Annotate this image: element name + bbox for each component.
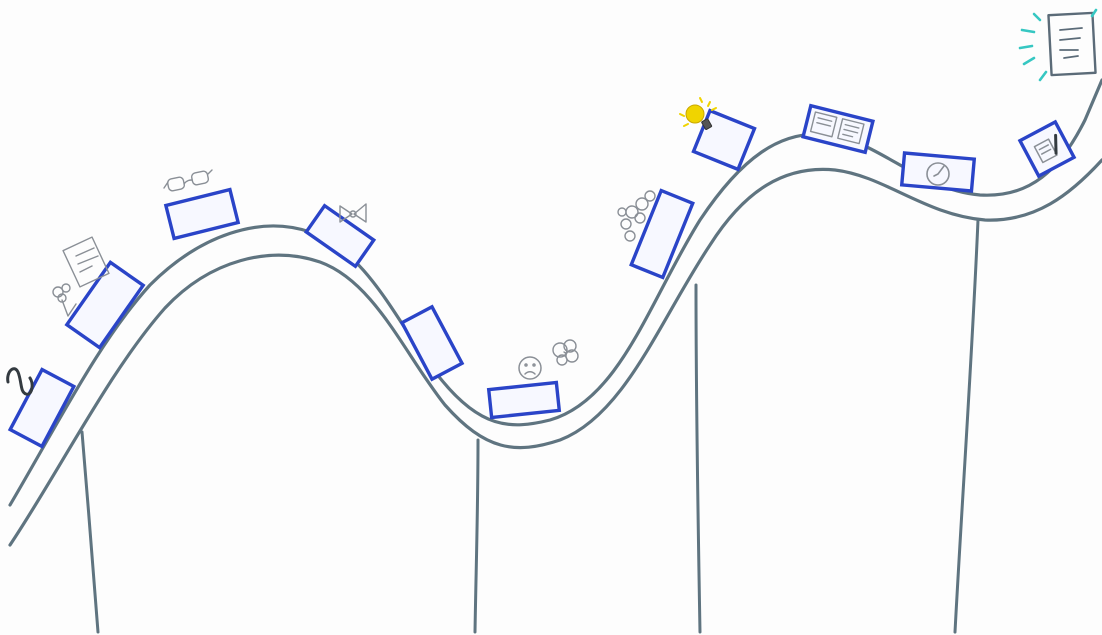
support-posts <box>82 220 978 632</box>
coaster-car-7 <box>631 191 692 278</box>
coaster-cars <box>10 106 1074 447</box>
coaster-car-3 <box>166 190 238 239</box>
bowtie-icon <box>340 204 366 222</box>
squiggle-icon <box>8 369 32 394</box>
coaster-car-11 <box>1020 122 1074 176</box>
support-post <box>696 285 700 632</box>
coaster-car-5 <box>402 307 462 379</box>
support-post <box>955 220 978 632</box>
thought-cloud-icon <box>553 340 578 365</box>
support-post <box>475 440 478 632</box>
coaster-track <box>10 80 1102 545</box>
support-post <box>82 432 98 632</box>
eyeglasses-icon <box>164 170 212 192</box>
coaster-car-6 <box>489 383 560 418</box>
sad-face-icon <box>519 357 541 379</box>
document-icon <box>1020 10 1096 80</box>
